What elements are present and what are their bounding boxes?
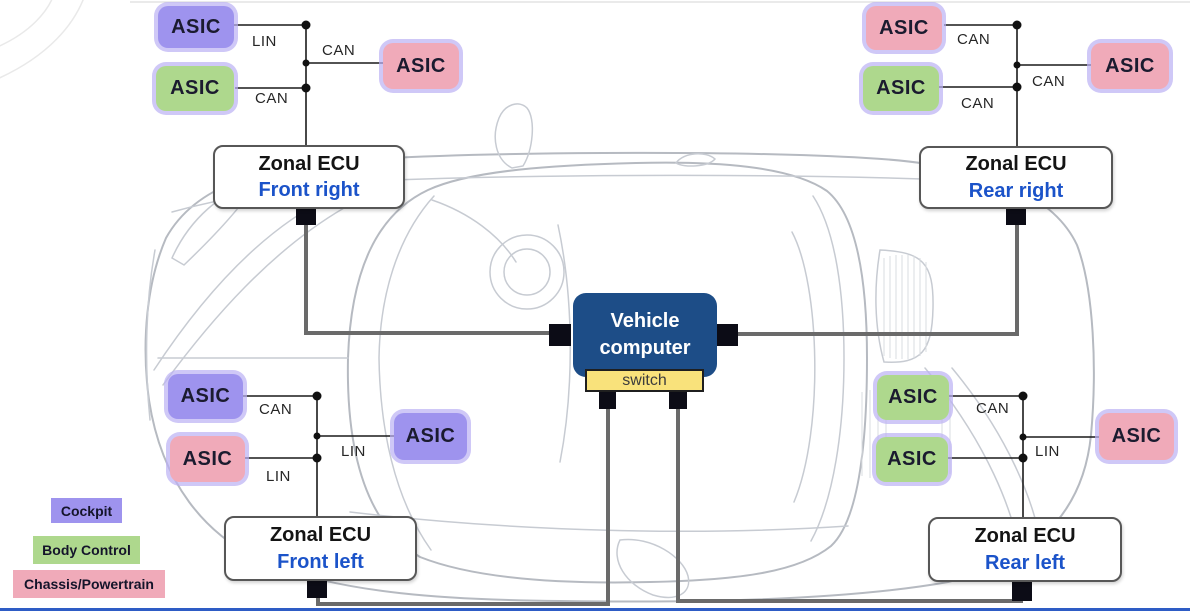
ecu-zone-label: Rear right bbox=[968, 179, 1064, 202]
bottom-blue-rule bbox=[0, 608, 1190, 611]
bus-label-lin: LIN bbox=[252, 33, 277, 50]
bus-label-can: CAN bbox=[322, 42, 356, 59]
asic-cockpit-box: ASIC bbox=[168, 374, 243, 419]
asic-label: ASIC bbox=[888, 386, 938, 408]
switch-label: switch bbox=[622, 371, 667, 389]
junction-dots bbox=[301, 20, 1028, 463]
asic-chassis-box: ASIC bbox=[170, 436, 245, 482]
switch-left-port bbox=[599, 390, 616, 409]
zonal-ecu-rear-right: Zonal ECU Rear right bbox=[919, 146, 1113, 209]
zonal-ecu-front-right: Zonal ECU Front right bbox=[213, 145, 405, 209]
bus-label-lin: LIN bbox=[266, 468, 291, 485]
bus-label-can: CAN bbox=[255, 90, 289, 107]
asic-label: ASIC bbox=[396, 54, 446, 77]
vehicle-computer-right-port bbox=[716, 324, 738, 346]
ecu-zone-label: Rear left bbox=[984, 551, 1066, 574]
ecu-rear-left-port bbox=[1012, 577, 1032, 601]
asic-chassis-box: ASIC bbox=[1099, 413, 1174, 460]
legend-body-control: Body Control bbox=[33, 536, 140, 564]
asic-label: ASIC bbox=[1111, 425, 1162, 447]
vehicle-computer-left-port bbox=[549, 324, 571, 346]
asic-body-control-box: ASIC bbox=[156, 66, 234, 111]
asic-cockpit-box: ASIC bbox=[158, 6, 234, 48]
bus-label-can: CAN bbox=[961, 95, 995, 112]
bus-label-can: CAN bbox=[957, 31, 991, 48]
asic-label: ASIC bbox=[171, 15, 221, 38]
ecu-title: Zonal ECU bbox=[974, 525, 1076, 548]
vehicle-computer-label-line1: Vehicle bbox=[610, 310, 680, 332]
asic-body-control-box: ASIC bbox=[877, 375, 949, 420]
asic-label: ASIC bbox=[887, 448, 937, 470]
legend-label: Chassis/Powertrain bbox=[24, 576, 154, 592]
vehicle-computer-label-line2: computer bbox=[599, 337, 691, 359]
zonal-ecu-front-left: Zonal ECU Front left bbox=[224, 516, 417, 581]
asic-label: ASIC bbox=[1105, 54, 1155, 77]
legend-chassis-powertrain: Chassis/Powertrain bbox=[13, 570, 165, 598]
ecu-zone-label: Front left bbox=[277, 550, 364, 573]
asic-label: ASIC bbox=[876, 77, 926, 99]
asic-chassis-box: ASIC bbox=[1091, 43, 1169, 89]
bus-label-can: CAN bbox=[976, 400, 1010, 417]
asic-label: ASIC bbox=[170, 77, 220, 99]
asic-body-control-box: ASIC bbox=[863, 66, 939, 111]
bus-label-lin: LIN bbox=[341, 443, 366, 460]
ecu-title: Zonal ECU bbox=[965, 153, 1067, 176]
asic-label: ASIC bbox=[405, 425, 456, 447]
asic-body-control-box: ASIC bbox=[876, 437, 948, 482]
zonal-ecu-rear-left: Zonal ECU Rear left bbox=[928, 517, 1122, 582]
bus-label-can: CAN bbox=[259, 401, 293, 418]
ecu-zone-label: Front right bbox=[258, 179, 360, 201]
asic-label: ASIC bbox=[180, 385, 231, 407]
switch-right-port bbox=[669, 390, 687, 409]
asic-label: ASIC bbox=[182, 447, 233, 470]
bus-label-lin: LIN bbox=[1035, 443, 1060, 460]
decorative-arcs bbox=[0, 0, 84, 79]
asic-label: ASIC bbox=[879, 16, 929, 39]
bus-label-can: CAN bbox=[1032, 73, 1066, 90]
asic-chassis-box: ASIC bbox=[866, 6, 942, 50]
ethernet-switch-box: switch bbox=[585, 369, 704, 392]
asic-cockpit-box: ASIC bbox=[394, 413, 467, 460]
asic-chassis-box: ASIC bbox=[383, 43, 459, 89]
legend-label: Body Control bbox=[42, 542, 131, 558]
ecu-title: Zonal ECU bbox=[258, 152, 360, 175]
vehicle-computer-box: Vehicle computer bbox=[573, 293, 717, 377]
legend-cockpit: Cockpit bbox=[51, 498, 122, 523]
ecu-title: Zonal ECU bbox=[269, 524, 372, 547]
legend-label: Cockpit bbox=[60, 502, 113, 519]
